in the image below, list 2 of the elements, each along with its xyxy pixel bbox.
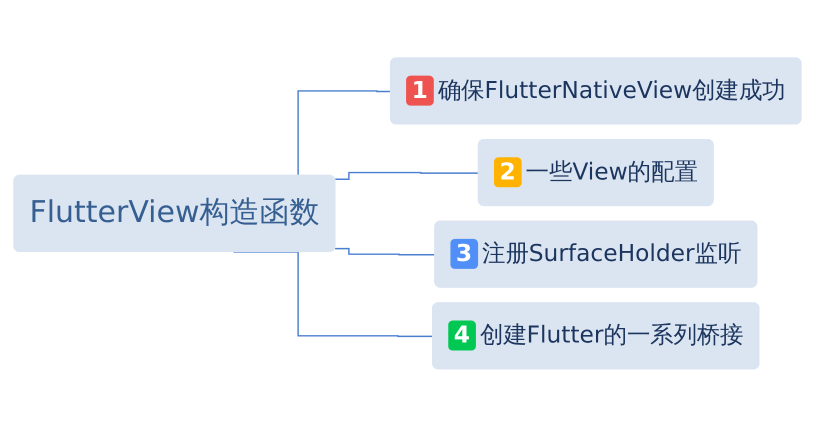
connector (335, 248, 436, 256)
connector (335, 172, 479, 180)
